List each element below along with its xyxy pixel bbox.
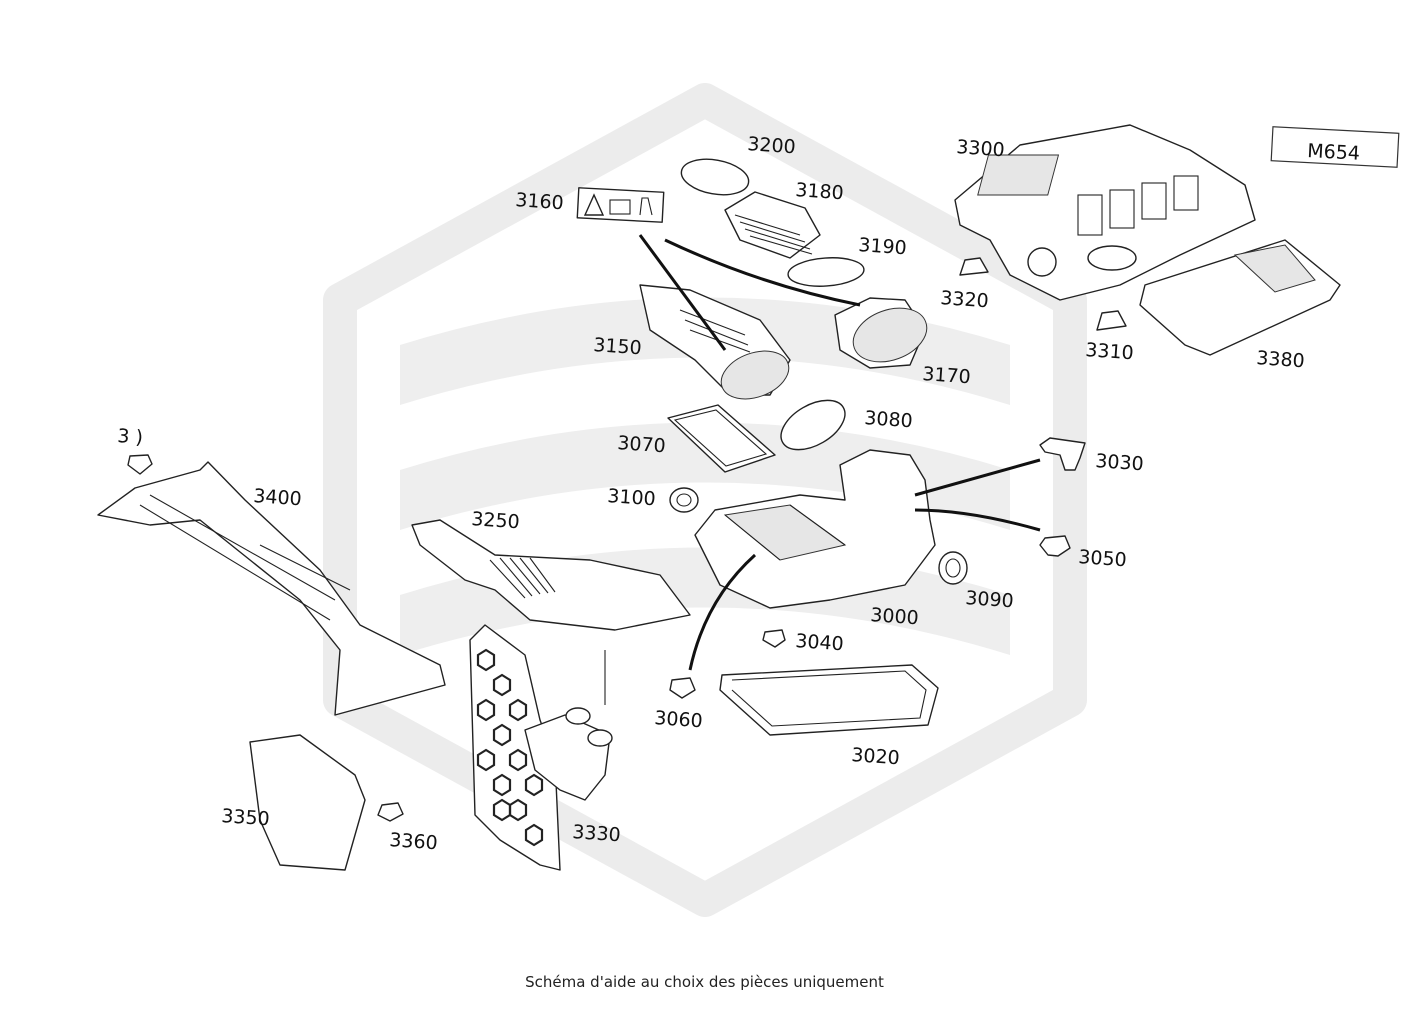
label-3310[interactable]: 3310 bbox=[1085, 339, 1135, 364]
grille-pipe-3330[interactable] bbox=[469, 624, 613, 871]
grommet-3090[interactable] bbox=[938, 551, 968, 585]
label-3030[interactable]: 3030 bbox=[1095, 450, 1145, 475]
leader-line bbox=[664, 238, 861, 307]
bellows-3180[interactable] bbox=[724, 191, 821, 259]
label-3400[interactable]: 3400 bbox=[253, 485, 303, 510]
label-3170[interactable]: 3170 bbox=[922, 363, 972, 388]
clip-3410[interactable] bbox=[127, 454, 153, 475]
label-3190[interactable]: 3190 bbox=[858, 234, 908, 259]
leader-line bbox=[914, 508, 1041, 532]
label-3410[interactable]: 3‌ ) bbox=[117, 425, 144, 449]
cowl-bracket-3400[interactable] bbox=[97, 461, 446, 716]
label-3000[interactable]: 3000 bbox=[870, 604, 920, 629]
label-3320[interactable]: 3320 bbox=[940, 287, 990, 312]
part-labels: 3200 3180 3160 3190 3300 M654 3320 3310 … bbox=[117, 133, 1361, 854]
label-3100[interactable]: 3100 bbox=[607, 485, 657, 510]
heat-shield-3350[interactable] bbox=[249, 734, 366, 871]
leader-line bbox=[638, 234, 727, 351]
intake-pipe-3250[interactable] bbox=[411, 519, 691, 631]
grommet-3060[interactable] bbox=[669, 677, 696, 699]
grommet-3100[interactable] bbox=[669, 487, 699, 513]
label-3180[interactable]: 3180 bbox=[795, 179, 845, 204]
sensor-3030[interactable] bbox=[1039, 437, 1086, 471]
intake-duct-3150[interactable] bbox=[639, 284, 795, 408]
label-3080[interactable]: 3080 bbox=[864, 407, 914, 432]
label-3070[interactable]: 3070 bbox=[617, 432, 667, 457]
label-engine-code: M654 bbox=[1307, 140, 1361, 165]
grommet-3050[interactable] bbox=[1039, 535, 1071, 557]
label-3150[interactable]: 3150 bbox=[593, 334, 643, 359]
label-3040[interactable]: 3040 bbox=[795, 630, 845, 655]
label-3380[interactable]: 3380 bbox=[1256, 347, 1306, 372]
air-filter-housing-3000[interactable] bbox=[694, 449, 936, 609]
label-3300[interactable]: 3300 bbox=[956, 136, 1006, 161]
label-3020[interactable]: 3020 bbox=[851, 744, 901, 769]
diagram-caption: Schéma d'aide au choix des pièces unique… bbox=[525, 973, 884, 991]
clamp-3200[interactable] bbox=[679, 154, 752, 199]
side-cover-3380[interactable] bbox=[1139, 239, 1341, 356]
grommet-3320[interactable] bbox=[959, 257, 989, 276]
label-3330[interactable]: 3330 bbox=[572, 821, 622, 846]
label-3250[interactable]: 3250 bbox=[471, 508, 521, 533]
label-3160[interactable]: 3160 bbox=[515, 189, 565, 214]
grommet-3310[interactable] bbox=[1096, 310, 1127, 331]
filter-element-3020[interactable] bbox=[719, 664, 939, 736]
engine-code-box bbox=[1270, 126, 1400, 168]
label-3060[interactable]: 3060 bbox=[654, 707, 704, 732]
grommet-3040[interactable] bbox=[762, 629, 786, 648]
label-3050[interactable]: 3050 bbox=[1078, 546, 1128, 571]
leader-line bbox=[688, 553, 757, 671]
grommet-3360[interactable] bbox=[377, 802, 404, 822]
warning-label-3160[interactable] bbox=[576, 187, 665, 223]
label-3090[interactable]: 3090 bbox=[965, 587, 1015, 612]
intake-duct-3170[interactable] bbox=[834, 297, 934, 371]
seal-3080[interactable] bbox=[773, 390, 854, 460]
gasket-3070[interactable] bbox=[667, 404, 776, 473]
label-3350[interactable]: 3350 bbox=[221, 805, 271, 830]
label-3200[interactable]: 3200 bbox=[747, 133, 797, 158]
label-3360[interactable]: 3360 bbox=[389, 829, 439, 854]
clamp-3190[interactable] bbox=[787, 255, 865, 288]
engine-cover-3300[interactable] bbox=[954, 124, 1256, 301]
leader-line bbox=[914, 458, 1041, 497]
